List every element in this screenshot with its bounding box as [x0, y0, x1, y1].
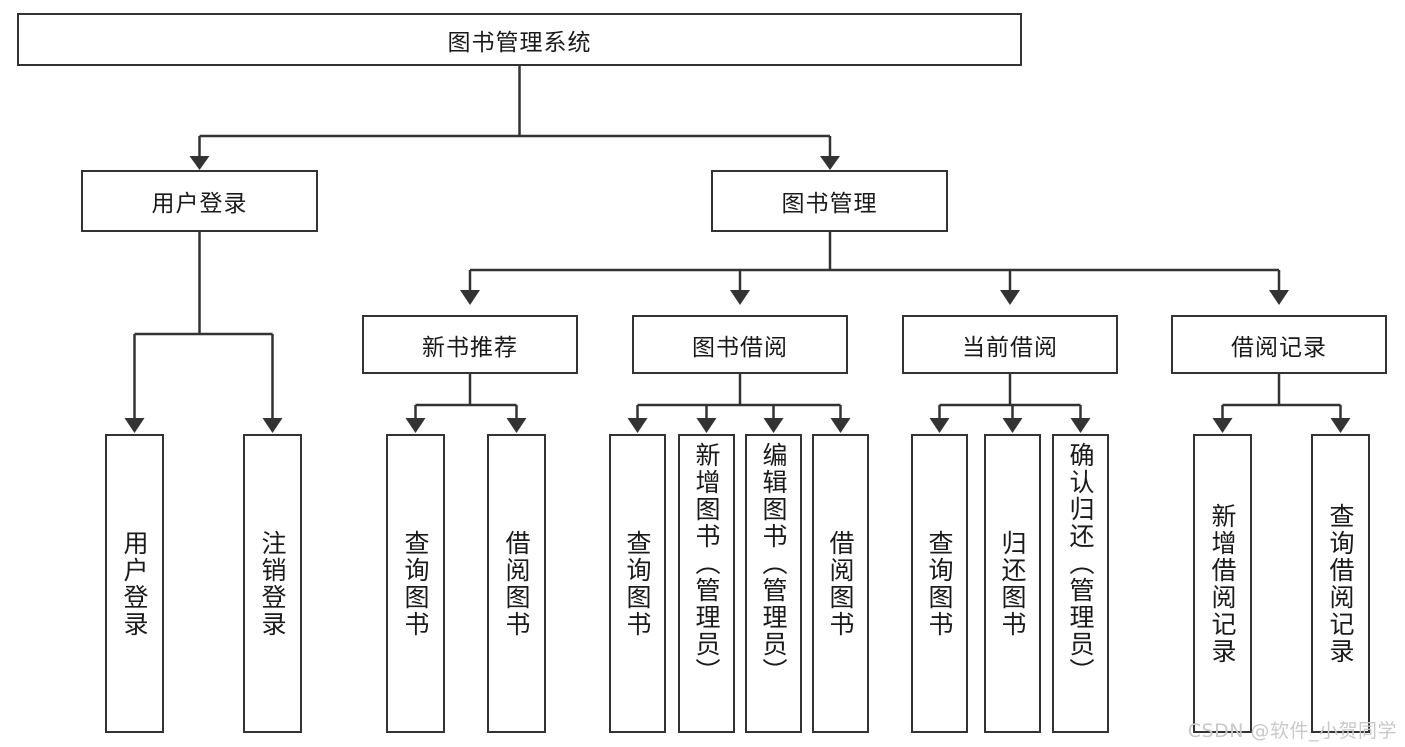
node-leaf-query-book-recommend[interactable]: 查询图书 [386, 434, 445, 733]
node-label: 新增图书（管理员） [692, 442, 721, 685]
node-label: 用户登录 [151, 191, 248, 217]
node-leaf-return-book[interactable]: 归还图书 [984, 434, 1041, 733]
node-label: 图书管理 [781, 191, 878, 217]
node-book-borrow[interactable]: 图书借阅 [632, 315, 848, 374]
node-label: 查询图书 [623, 529, 652, 638]
node-label: 借阅记录 [1231, 334, 1327, 361]
node-root-system[interactable]: 图书管理系统 [17, 13, 1022, 66]
node-leaf-borrow-book-recommend[interactable]: 借阅图书 [487, 434, 546, 733]
node-label: 图书借阅 [692, 334, 788, 361]
node-label: 用户登录 [120, 529, 149, 638]
node-user-login[interactable]: 用户登录 [81, 170, 318, 232]
node-label: 查询图书 [925, 529, 954, 638]
node-leaf-add-book-admin[interactable]: 新增图书（管理员） [678, 434, 735, 733]
node-leaf-add-borrow-record[interactable]: 新增借阅记录 [1193, 434, 1252, 733]
node-leaf-query-book-borrow[interactable]: 查询图书 [609, 434, 666, 733]
node-leaf-confirm-return-admin[interactable]: 确认归还（管理员） [1052, 434, 1109, 733]
node-label: 确认归还（管理员） [1066, 442, 1095, 685]
node-book-manage[interactable]: 图书管理 [711, 170, 948, 232]
node-label: 查询借阅记录 [1326, 502, 1355, 665]
node-label: 新书推荐 [422, 334, 518, 361]
node-label: 借阅图书 [502, 529, 531, 638]
node-leaf-borrow-book[interactable]: 借阅图书 [812, 434, 869, 733]
node-label: 当前借阅 [962, 334, 1058, 361]
node-label: 新增借阅记录 [1208, 502, 1237, 665]
node-label: 注销登录 [258, 529, 287, 638]
node-new-book-recommend[interactable]: 新书推荐 [362, 315, 578, 374]
node-label: 图书管理系统 [447, 29, 592, 56]
node-borrow-record[interactable]: 借阅记录 [1171, 315, 1387, 374]
node-label: 查询图书 [401, 529, 430, 638]
watermark-text: CSDN @软件_小贺同学 [1187, 720, 1397, 742]
node-current-borrow[interactable]: 当前借阅 [902, 315, 1118, 374]
node-leaf-query-book-current[interactable]: 查询图书 [911, 434, 968, 733]
node-leaf-user-login[interactable]: 用户登录 [105, 434, 164, 733]
node-label: 编辑图书（管理员） [759, 442, 788, 685]
node-leaf-logout[interactable]: 注销登录 [243, 434, 302, 733]
node-label: 借阅图书 [826, 529, 855, 638]
node-leaf-query-borrow-record[interactable]: 查询借阅记录 [1311, 434, 1370, 733]
node-label: 归还图书 [998, 529, 1027, 638]
node-leaf-edit-book-admin[interactable]: 编辑图书（管理员） [745, 434, 802, 733]
